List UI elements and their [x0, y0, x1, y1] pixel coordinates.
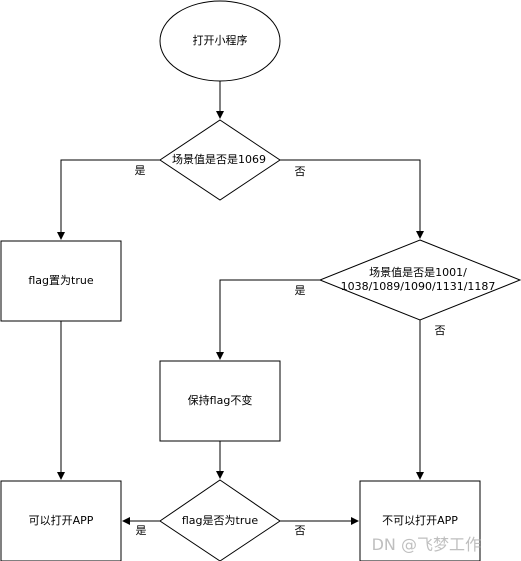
decision1-label: 场景值是否是1069 — [172, 153, 266, 166]
cannot-open-label: 不可以打开APP — [382, 514, 458, 527]
decision3-label: flag是否为true — [181, 514, 259, 527]
cannot-open-box — [359, 480, 481, 561]
can-open-label: 可以打开APP — [28, 514, 94, 527]
edge-label-d2-no: 否 — [434, 324, 446, 337]
keep-flag-box — [159, 360, 281, 442]
edge-label-d1-yes: 是 — [134, 164, 146, 177]
decision1-diamond — [159, 119, 281, 201]
edge-d1-yes — [57, 159, 160, 240]
edge-label-d2-yes: 是 — [294, 284, 306, 297]
keep-flag-label: 保持flag不变 — [187, 394, 253, 407]
edge-label-d1-no: 否 — [294, 165, 306, 178]
flag-true-label: flag置为true — [28, 274, 94, 287]
edge-d1-no — [280, 159, 424, 239]
start-label: 打开小程序 — [192, 34, 248, 47]
edge-d2-yes — [216, 279, 320, 360]
flag-true-box — [0, 240, 122, 322]
edge-label-d3-yes: 是 — [135, 524, 147, 537]
can-open-box — [0, 480, 122, 561]
watermark-text: DN @飞梦工作 — [371, 535, 481, 554]
decision3-diamond — [159, 479, 281, 561]
edge-label-d3-no: 否 — [294, 524, 306, 537]
decision2-label-line2: 1038/1089/1090/1131/1187 — [340, 280, 496, 293]
decision2-label-line1: 场景值是否是1001/ — [369, 266, 467, 279]
